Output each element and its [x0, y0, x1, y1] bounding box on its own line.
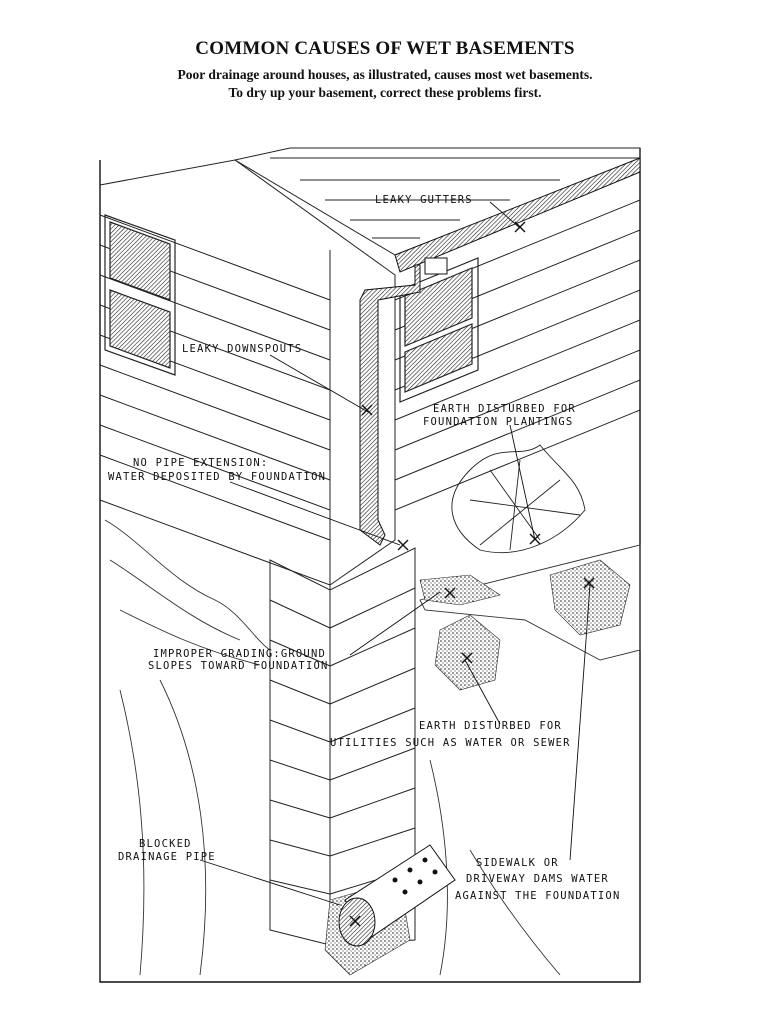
label-earth-plantings-2: FOUNDATION PLANTINGS	[423, 416, 573, 428]
label-no-pipe-2: WATER DEPOSITED BY FOUNDATION	[108, 471, 326, 483]
label-sidewalk-3: AGAINST THE FOUNDATION	[455, 890, 620, 902]
label-utilities-1: EARTH DISTURBED FOR	[419, 720, 562, 732]
label-sidewalk-2: DRIVEWAY DAMS WATER	[466, 873, 609, 885]
label-blocked-1: BLOCKED	[139, 838, 192, 850]
label-sidewalk-1: SIDEWALK OR	[476, 857, 559, 869]
label-blocked-2: DRAINAGE PIPE	[118, 851, 216, 863]
label-earth-plantings-1: EARTH DISTURBED FOR	[433, 403, 576, 415]
window-right	[400, 258, 478, 402]
house-wall-left	[100, 160, 395, 590]
label-grading-1: IMPROPER GRADING:GROUND	[153, 648, 326, 660]
label-no-pipe-1: NO PIPE EXTENSION:	[133, 457, 268, 469]
label-utilities-2: UTILITIES SUCH AS WATER OR SEWER	[330, 737, 571, 749]
shrub-planting	[452, 445, 585, 553]
label-grading-2: SLOPES TOWARD FOUNDATION	[148, 660, 329, 672]
label-leaky-gutters: LEAKY GUTTERS	[375, 194, 473, 206]
label-leaky-downspouts: LEAKY DOWNSPOUTS	[182, 343, 302, 355]
